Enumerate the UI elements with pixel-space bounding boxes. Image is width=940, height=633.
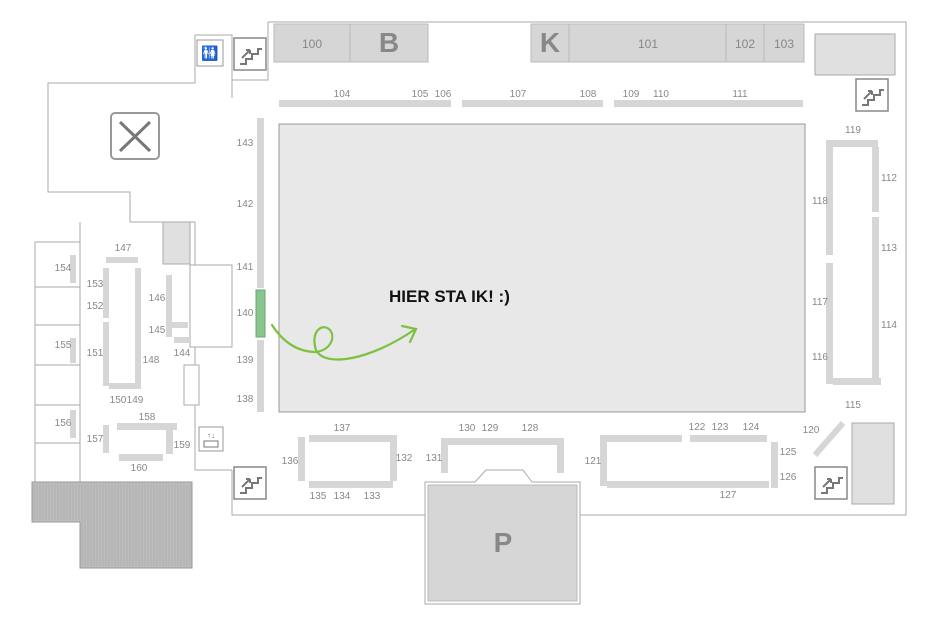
- label-103: 103: [774, 37, 794, 51]
- stand-label-116: 116: [812, 352, 828, 363]
- restaurant-icon: [110, 112, 160, 160]
- stand-label-115: 115: [845, 400, 861, 411]
- stand-bars: [70, 100, 881, 488]
- stand-label-114: 114: [881, 320, 897, 331]
- stand-label-154: 154: [55, 263, 72, 274]
- hatched-area: [31, 481, 193, 569]
- stand-label-159: 159: [174, 440, 191, 451]
- stand-label-160: 160: [131, 463, 148, 474]
- bottom-right-room: [851, 422, 895, 505]
- stand-103[interactable]: [763, 23, 805, 63]
- stand-label-110: 110: [653, 89, 669, 100]
- stand-label-157: 157: [87, 434, 104, 445]
- arrow-icon: [270, 323, 418, 361]
- parking-label: P: [494, 527, 513, 558]
- stand-label-143: 143: [237, 138, 254, 149]
- stand-label-125: 125: [780, 447, 797, 458]
- stand-label-109: 109: [623, 89, 640, 100]
- stand-label-121: 121: [585, 456, 602, 467]
- stand-labels: 104 105 106 107 108 109 110 111 119 112 118 113 114 1…: [55, 89, 898, 502]
- stand-label-119: 119: [845, 125, 861, 136]
- stand-label-151: 151: [87, 348, 104, 359]
- stand-label-137: 137: [334, 423, 351, 434]
- building-outline: [34, 21, 907, 516]
- stand-label-135: 135: [310, 491, 327, 502]
- stand-label-148: 148: [143, 355, 160, 366]
- stand-label-140: 140: [237, 308, 254, 319]
- stand-label-155: 155: [55, 340, 72, 351]
- stand-K[interactable]: [530, 23, 570, 63]
- stand-label-142: 142: [237, 199, 254, 210]
- stand-label-124: 124: [743, 422, 760, 433]
- svg-text:🚻: 🚻: [201, 45, 218, 62]
- main-hall: [278, 123, 806, 413]
- stand-label-117: 117: [812, 297, 828, 308]
- stand-label-106: 106: [435, 89, 452, 100]
- stand-label-113: 113: [881, 243, 897, 254]
- stand-label-128: 128: [522, 423, 539, 434]
- stand-100[interactable]: [273, 23, 351, 63]
- stand-102[interactable]: [725, 23, 765, 63]
- stand-label-122: 122: [689, 422, 706, 433]
- stand-label-136: 136: [282, 456, 299, 467]
- top-right-room: [814, 33, 896, 76]
- stand-label-144: 144: [174, 348, 191, 359]
- stand-label-118: 118: [812, 196, 828, 207]
- stand-label-130: 130: [459, 423, 476, 434]
- stand-label-133: 133: [364, 491, 381, 502]
- callout-text: HIER STA IK! :): [389, 287, 510, 306]
- stand-label-127: 127: [720, 490, 737, 501]
- svg-text:↑↓: ↑↓: [207, 431, 215, 440]
- stand-label-126: 126: [780, 472, 797, 483]
- toilet-icon: 🚻: [196, 39, 224, 67]
- stairs-icon: [233, 466, 267, 500]
- stand-label-152: 152: [87, 301, 104, 312]
- stand-label-123: 123: [712, 422, 729, 433]
- stand-label-104: 104: [334, 89, 351, 100]
- label-101: 101: [638, 37, 658, 51]
- stand-label-131: 131: [426, 453, 443, 464]
- stand-label-141: 141: [237, 262, 254, 273]
- label-K: K: [540, 27, 560, 58]
- stand-label-149: 149: [127, 395, 144, 406]
- elevator-icon: ↑↓: [198, 426, 224, 452]
- stand-label-105: 105: [412, 89, 429, 100]
- stand-B[interactable]: [349, 23, 429, 63]
- top-stands: 100 B K 101 102 103: [273, 23, 805, 63]
- stand-label-150: 150: [110, 395, 127, 406]
- stairs-icon: [814, 466, 848, 500]
- stand-120[interactable]: [812, 421, 846, 457]
- label-102: 102: [735, 37, 755, 51]
- stand-140-highlight[interactable]: [255, 289, 266, 338]
- side-room: [162, 221, 191, 265]
- stand-label-138: 138: [237, 394, 254, 405]
- stand-label-108: 108: [580, 89, 597, 100]
- stand-label-120: 120: [803, 425, 820, 436]
- stand-label-156: 156: [55, 418, 72, 429]
- stand-101[interactable]: [568, 23, 727, 63]
- stand-label-158: 158: [139, 412, 156, 423]
- stairs-icon: [233, 37, 267, 71]
- stand-label-112: 112: [881, 173, 897, 184]
- side-room-2: [189, 264, 233, 348]
- stand-label-129: 129: [482, 423, 499, 434]
- stand-label-107: 107: [510, 89, 527, 100]
- stairs-icon: [855, 78, 889, 112]
- stand-label-153: 153: [87, 279, 104, 290]
- parking[interactable]: P: [424, 469, 581, 605]
- stand-label-111: 111: [732, 89, 748, 100]
- label-B: B: [379, 27, 399, 58]
- stairs-icons: [233, 37, 889, 500]
- stand-label-145: 145: [149, 325, 166, 336]
- stand-label-147: 147: [115, 243, 132, 254]
- stand-label-134: 134: [334, 491, 351, 502]
- stand-label-139: 139: [237, 355, 254, 366]
- stand-label-132: 132: [396, 453, 413, 464]
- stand-label-146: 146: [149, 293, 166, 304]
- small-block: [183, 364, 200, 406]
- label-100: 100: [302, 37, 322, 51]
